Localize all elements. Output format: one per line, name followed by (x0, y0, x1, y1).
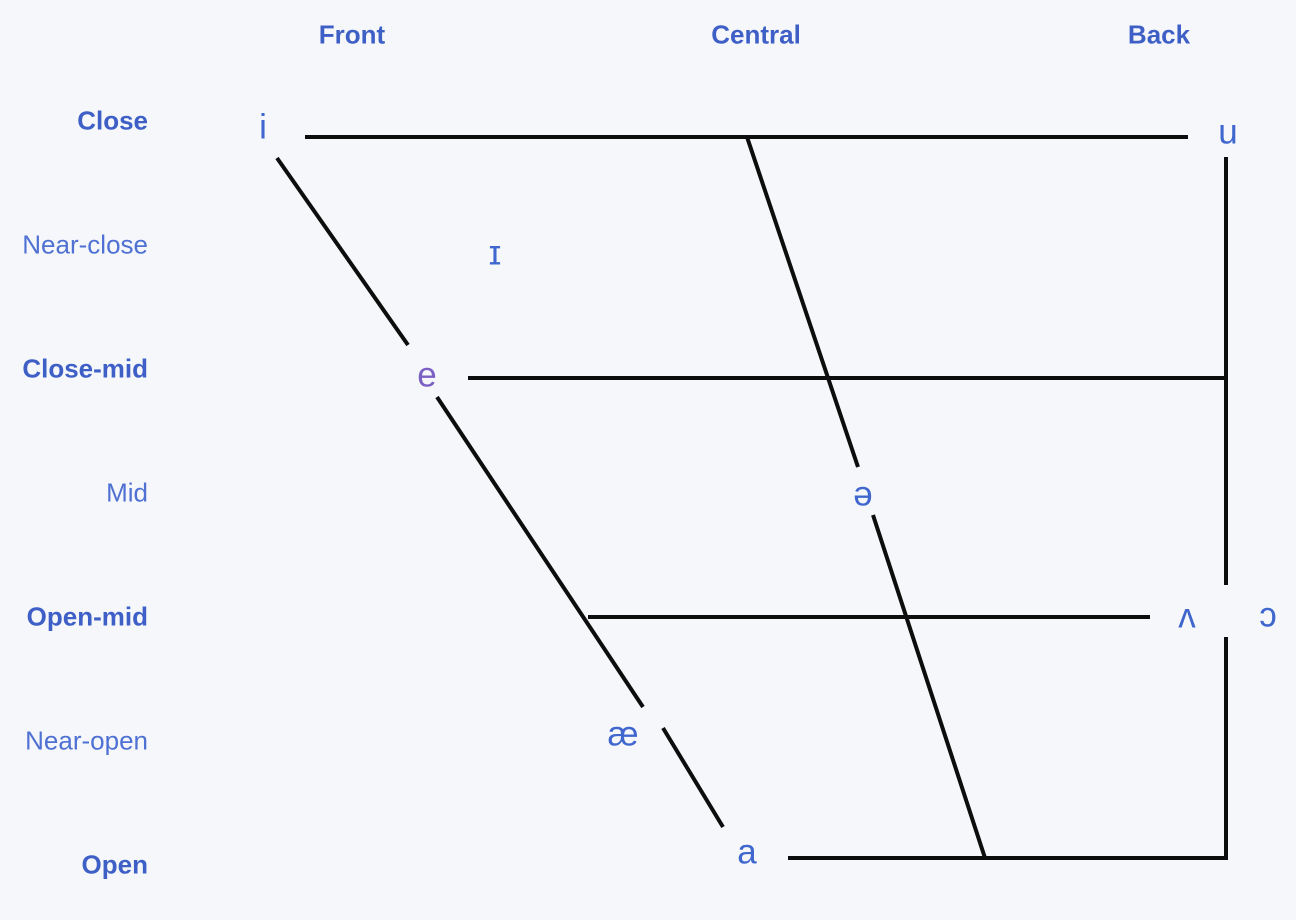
row-label-near-open: Near-open (25, 725, 148, 756)
column-header-back: Back (1127, 19, 1191, 50)
row-label-mid: Mid (106, 477, 148, 508)
row-label-close-mid: Close-mid (22, 353, 148, 384)
vowel-turned-v[interactable]: ʌ (1178, 596, 1196, 636)
vowel-a[interactable]: a (737, 832, 757, 872)
row-label-close: Close (77, 105, 148, 136)
vowel-open-o[interactable]: ɔ (1259, 595, 1277, 635)
vowel-i[interactable]: i (259, 107, 267, 147)
line-central-line-lower (871, 514, 987, 859)
vowel-ash[interactable]: æ (607, 714, 639, 754)
vowel-u[interactable]: u (1218, 112, 1238, 152)
column-header-front: Front (318, 19, 386, 50)
row-label-open-mid: Open-mid (26, 601, 148, 632)
line-front-edge-lower (661, 726, 725, 829)
line-front-edge-upper (275, 156, 410, 347)
line-central-line-upper (745, 136, 860, 468)
vowel-schwa[interactable]: ə (853, 474, 873, 514)
column-header-central: Central (711, 19, 801, 50)
vowel-small-capital-i[interactable]: ɪ (488, 233, 502, 273)
row-label-near-close: Near-close (22, 229, 148, 260)
row-label-open: Open (81, 849, 148, 880)
vowel-e[interactable]: e (417, 355, 437, 395)
line-front-edge-middle (435, 395, 645, 709)
